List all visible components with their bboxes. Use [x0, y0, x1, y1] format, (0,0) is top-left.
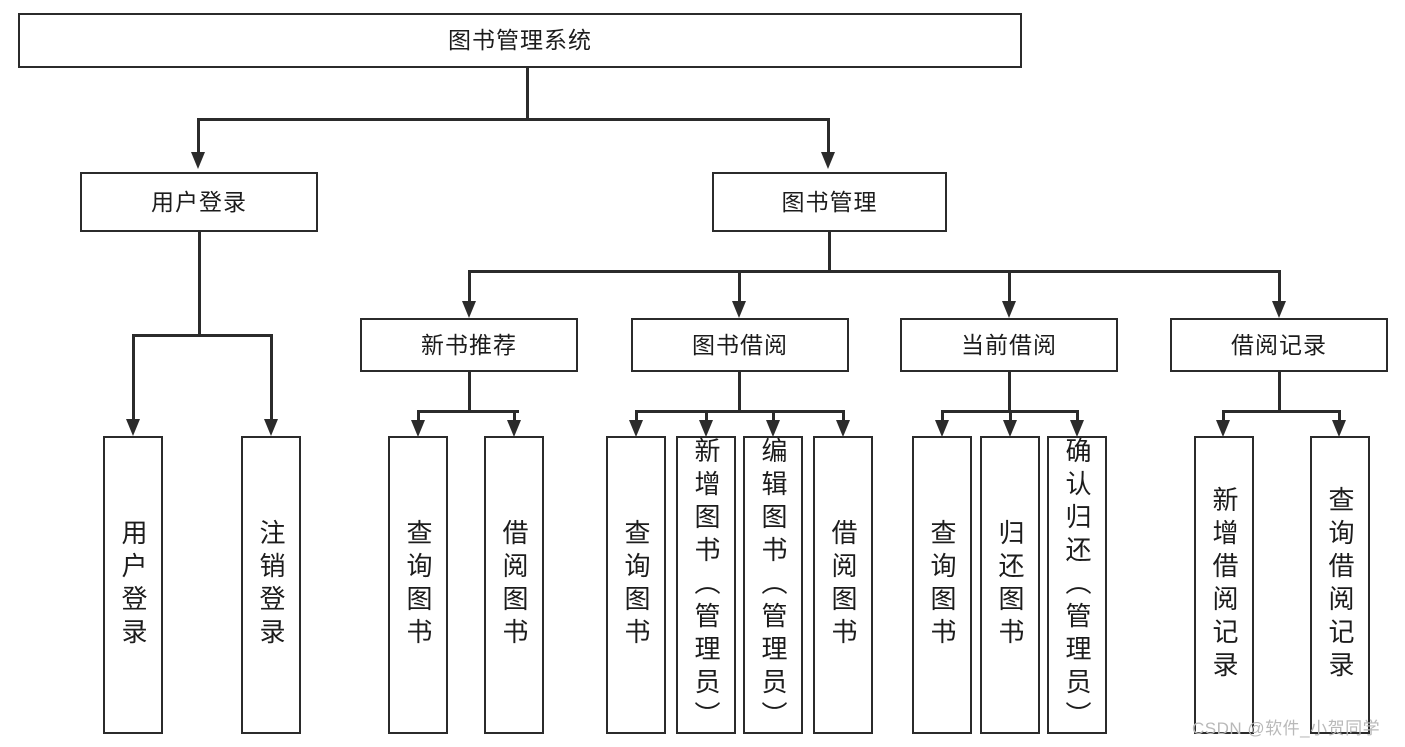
leaf-add-borrow-record[interactable]: 新增借阅记录: [1194, 436, 1254, 734]
edge-current-borrow-child1: [941, 410, 944, 422]
edge-user-login-child1: [132, 334, 135, 420]
edge-book-manage-child3: [1008, 270, 1011, 302]
leaf-add-book-admin[interactable]: 新增图书（管理员）: [676, 436, 736, 734]
edge-new-book-stem: [468, 372, 471, 412]
node-label: 新增借阅记录: [1209, 486, 1239, 684]
leaf-confirm-return-admin[interactable]: 确认归还（管理员）: [1047, 436, 1107, 734]
node-borrow-record[interactable]: 借阅记录: [1170, 318, 1388, 372]
leaf-user-login[interactable]: 用户登录: [103, 436, 163, 734]
node-label: 用户登录: [118, 519, 148, 651]
node-label: 借阅记录: [1231, 331, 1327, 358]
node-label: 查询图书: [621, 519, 651, 651]
arrowhead-user-login: [191, 152, 205, 169]
arrowhead-leaf-return-book: [1003, 420, 1017, 437]
leaf-return-book[interactable]: 归还图书: [980, 436, 1040, 734]
edge-borrow-record-stem: [1278, 372, 1281, 412]
node-label: 归还图书: [995, 519, 1025, 651]
arrowhead-new-book-recommend: [462, 301, 476, 318]
edge-root-bus: [197, 118, 829, 121]
edge-current-borrow-child3: [1076, 410, 1079, 422]
node-label: 查询图书: [927, 519, 957, 651]
arrowhead-leaf-logout: [264, 419, 278, 436]
node-label: 查询图书: [403, 519, 433, 651]
node-label: 确认归还（管理员）: [1062, 436, 1092, 734]
edge-book-borrow-stem: [738, 372, 741, 412]
edge-new-book-child2: [513, 410, 516, 422]
node-label: 新增图书（管理员）: [691, 436, 721, 734]
leaf-query-book-borrow[interactable]: 查询图书: [606, 436, 666, 734]
node-label: 新书推荐: [421, 331, 517, 358]
edge-borrow-record-child1: [1222, 410, 1225, 422]
edge-to-book-manage: [827, 118, 830, 153]
edge-borrow-record-bus: [1222, 410, 1340, 413]
arrowhead-leaf-query-record: [1332, 420, 1346, 437]
edge-to-user-login: [197, 118, 200, 153]
node-label: 借阅图书: [499, 519, 529, 651]
node-current-borrow[interactable]: 当前借阅: [900, 318, 1118, 372]
edge-book-borrow-child4: [842, 410, 845, 422]
edge-borrow-record-child2: [1338, 410, 1341, 422]
node-label: 借阅图书: [828, 519, 858, 651]
edge-user-login-child2: [270, 334, 273, 420]
edge-book-borrow-child3: [772, 410, 775, 422]
node-new-book-recommend[interactable]: 新书推荐: [360, 318, 578, 372]
edge-book-manage-child1: [468, 270, 471, 302]
node-book-manage[interactable]: 图书管理: [712, 172, 947, 232]
edge-book-borrow-child2: [705, 410, 708, 422]
node-label: 查询借阅记录: [1325, 486, 1355, 684]
leaf-query-book-current[interactable]: 查询图书: [912, 436, 972, 734]
edge-root-stem: [526, 68, 529, 119]
arrowhead-leaf-query-book-2: [629, 420, 643, 437]
node-label: 当前借阅: [961, 331, 1057, 358]
leaf-borrow-book-recommend[interactable]: 借阅图书: [484, 436, 544, 734]
node-label: 用户登录: [151, 188, 247, 215]
arrowhead-leaf-borrow-book-1: [507, 420, 521, 437]
node-book-borrow[interactable]: 图书借阅: [631, 318, 849, 372]
node-root-system[interactable]: 图书管理系统: [18, 13, 1022, 68]
arrowhead-leaf-add-book: [699, 420, 713, 437]
arrowhead-leaf-query-book-3: [935, 420, 949, 437]
arrowhead-leaf-query-book-1: [411, 420, 425, 437]
edge-book-borrow-bus: [635, 410, 844, 413]
arrowhead-borrow-record: [1272, 301, 1286, 318]
csdn-watermark: CSDN @软件_小贺同学: [1192, 719, 1381, 738]
node-label: 编辑图书（管理员）: [758, 436, 788, 734]
leaf-query-book-recommend[interactable]: 查询图书: [388, 436, 448, 734]
node-label: 图书管理系统: [448, 27, 592, 54]
edge-current-borrow-stem: [1008, 372, 1011, 412]
arrowhead-leaf-user-login: [126, 419, 140, 436]
edge-book-manage-bus: [468, 270, 1280, 273]
edge-book-manage-stem: [828, 232, 831, 272]
leaf-logout[interactable]: 注销登录: [241, 436, 301, 734]
arrowhead-leaf-confirm-return: [1070, 420, 1084, 437]
edge-book-manage-child2: [738, 270, 741, 302]
edge-new-book-bus: [417, 410, 519, 413]
arrowhead-book-borrow: [732, 301, 746, 318]
leaf-query-borrow-record[interactable]: 查询借阅记录: [1310, 436, 1370, 734]
leaf-edit-book-admin[interactable]: 编辑图书（管理员）: [743, 436, 803, 734]
arrowhead-leaf-add-record: [1216, 420, 1230, 437]
arrowhead-leaf-edit-book: [766, 420, 780, 437]
edge-book-borrow-child1: [635, 410, 638, 422]
arrowhead-current-borrow: [1002, 301, 1016, 318]
edge-new-book-child1: [417, 410, 420, 422]
leaf-borrow-book[interactable]: 借阅图书: [813, 436, 873, 734]
node-user-login[interactable]: 用户登录: [80, 172, 318, 232]
arrowhead-leaf-borrow-book-2: [836, 420, 850, 437]
edge-user-login-stem: [198, 232, 201, 336]
arrowhead-book-manage: [821, 152, 835, 169]
node-label: 图书借阅: [692, 331, 788, 358]
edge-current-borrow-child2: [1009, 410, 1012, 422]
node-label: 图书管理: [781, 188, 878, 215]
node-label: 注销登录: [256, 519, 286, 651]
edge-user-login-bus: [132, 334, 271, 337]
edge-book-manage-child4: [1278, 270, 1281, 302]
